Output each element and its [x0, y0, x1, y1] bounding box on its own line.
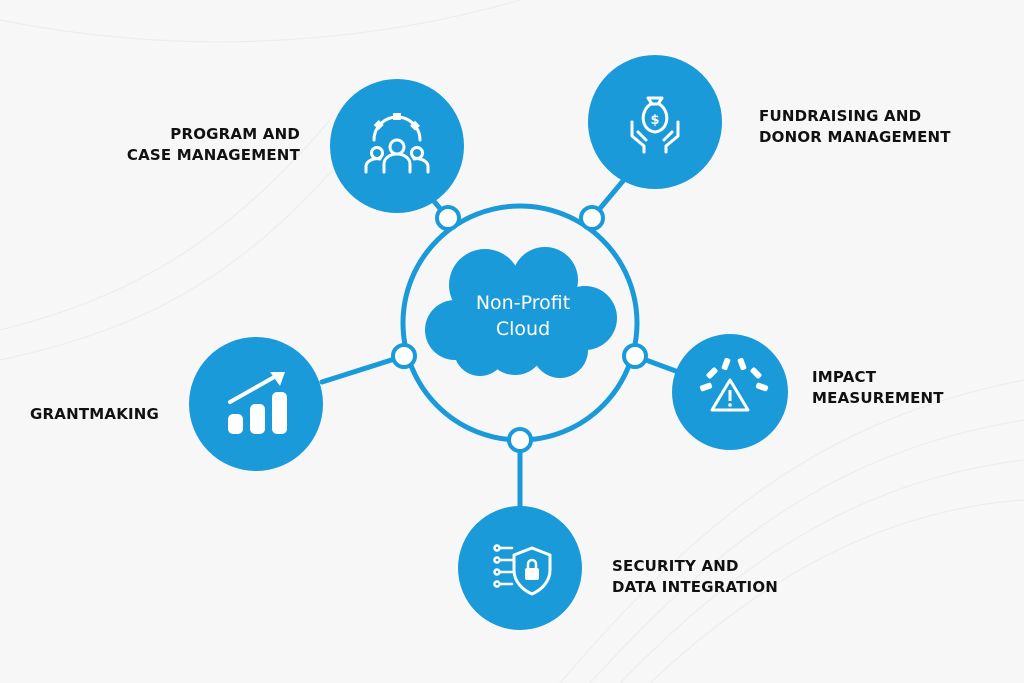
node-label-grantmaking-line1: GRANTMAKING — [30, 405, 160, 423]
node-circle-program — [330, 79, 464, 213]
cloud-icon — [425, 247, 617, 378]
node-label-grantmaking: GRANTMAKING — [30, 404, 159, 425]
junction-dots — [391, 205, 648, 453]
junction-dot-fundraising — [579, 205, 605, 231]
node-label-fundraising-line2: DONOR MANAGEMENT — [759, 128, 951, 146]
node-label-impact: IMPACT MEASUREMENT — [812, 367, 944, 409]
junction-dot-impact — [622, 343, 648, 369]
node-label-program-line2: CASE MANAGEMENT — [126, 146, 300, 164]
center-label-line1: Non-Profit — [475, 292, 571, 314]
gauge-warning-icon — [699, 357, 769, 412]
center-label: Non-Profit Cloud — [418, 290, 628, 342]
node-label-security-line2: DATA INTEGRATION — [612, 578, 779, 596]
svg-text:$: $ — [650, 113, 659, 128]
money-bag-hands-icon: $ — [630, 96, 680, 154]
junction-dot-security — [507, 427, 533, 453]
team-gear-icon — [364, 113, 430, 174]
node-label-security: SECURITY AND DATA INTEGRATION — [612, 556, 778, 598]
node-label-impact-line1: IMPACT — [812, 368, 877, 386]
node-circle-fundraising — [588, 55, 722, 189]
shield-lock-icon — [493, 544, 552, 596]
node-label-security-line1: SECURITY AND — [612, 557, 739, 575]
node-label-impact-line2: MEASUREMENT — [812, 389, 944, 407]
node-label-program: PROGRAM AND CASE MANAGEMENT — [127, 124, 300, 166]
node-label-program-line1: PROGRAM AND — [170, 125, 300, 143]
center-label-line2: Cloud — [495, 318, 551, 340]
junction-dot-program — [435, 205, 461, 231]
connector-grantmaking — [319, 353, 407, 385]
node-label-fundraising: FUNDRAISING AND DONOR MANAGEMENT — [759, 106, 951, 148]
junction-dot-grantmaking — [391, 343, 417, 369]
node-label-fundraising-line1: FUNDRAISING AND — [759, 107, 922, 125]
node-circle-security — [458, 506, 582, 630]
growth-chart-icon — [228, 372, 287, 434]
